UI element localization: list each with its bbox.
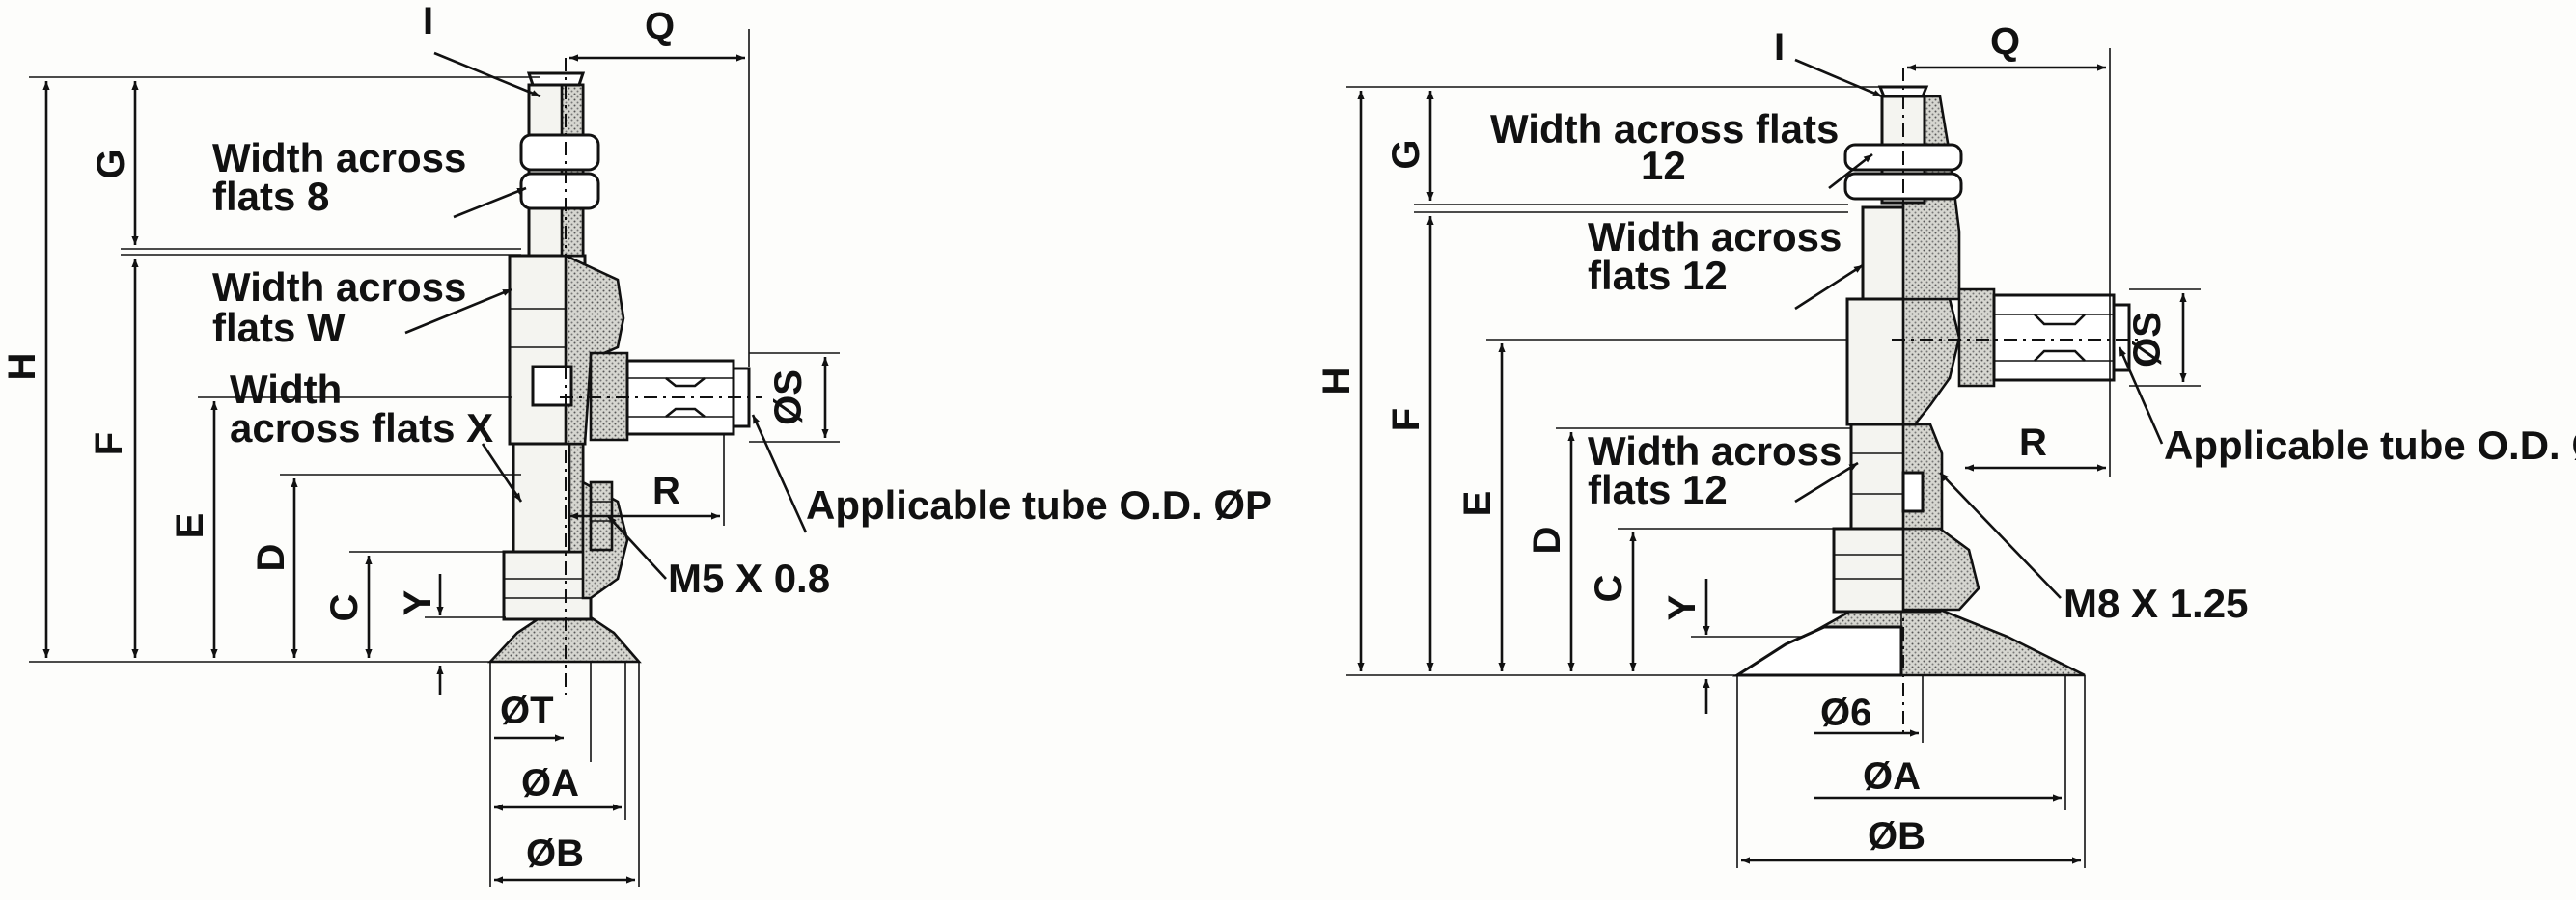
right-dim-d6: Ø6 bbox=[1820, 692, 1871, 734]
right-label-thread: M8 X 1.25 bbox=[2064, 581, 2248, 626]
left-dim-Y: Y bbox=[397, 589, 439, 615]
right-label-wa12a-line2: 12 bbox=[1641, 143, 1686, 188]
left-label-waW-line2: flats W bbox=[212, 305, 346, 350]
right-dim-D: D bbox=[1526, 527, 1568, 555]
left-dim-D: D bbox=[250, 544, 292, 572]
right-drawing: I Q G H F E D C Y R ØS Ø6 ØA ØB Width ac… bbox=[1316, 20, 2576, 868]
right-dim-I: I bbox=[1774, 26, 1785, 68]
left-dim-G: G bbox=[90, 149, 132, 178]
right-dim-S: ØS bbox=[2126, 312, 2169, 368]
left-label-waW-line1: Width across bbox=[212, 264, 466, 310]
left-dim-A: ØA bbox=[521, 762, 579, 805]
left-dim-B: ØB bbox=[526, 832, 584, 875]
left-label-tube: Applicable tube O.D. ØP bbox=[806, 482, 1272, 528]
left-hex-nut bbox=[519, 133, 600, 172]
right-label-wa12c-line1: Width across bbox=[1588, 428, 1842, 474]
right-dim-F: F bbox=[1385, 408, 1427, 431]
right-label-wa12c-line2: flats 12 bbox=[1588, 467, 1728, 512]
left-drawing: I Q G H F E D C Y R ØS ØT ØA ØB Width ac… bbox=[1, 0, 1272, 887]
right-dim-R: R bbox=[2019, 422, 2047, 464]
left-label-waX-line2: across flats X bbox=[230, 405, 493, 450]
right-dim-H: H bbox=[1316, 368, 1358, 395]
left-label-waX-line1: Width bbox=[230, 367, 342, 412]
right-label-wa12a-line1: Width across flats bbox=[1490, 106, 1839, 151]
left-dim-T: ØT bbox=[500, 690, 554, 732]
right-dim-C: C bbox=[1588, 575, 1630, 603]
right-label-wa12b-line1: Width across bbox=[1588, 214, 1842, 259]
left-dim-H: H bbox=[1, 353, 43, 381]
left-label-wa8-line1: Width across bbox=[212, 135, 466, 180]
left-dim-R: R bbox=[652, 470, 680, 512]
left-dim-E: E bbox=[169, 513, 211, 539]
right-fitting bbox=[1992, 293, 2116, 382]
left-lower-section bbox=[568, 442, 585, 554]
right-dim-G: G bbox=[1385, 139, 1427, 169]
left-dim-F: F bbox=[88, 432, 130, 455]
right-label-tube: Applicable tube O.D. ØP bbox=[2164, 423, 2576, 468]
left-label-wa8-line2: flats 8 bbox=[212, 174, 329, 219]
right-dim-E: E bbox=[1456, 491, 1499, 517]
right-label-wa12b-line2: flats 12 bbox=[1588, 253, 1728, 298]
left-label-thread: M5 X 0.8 bbox=[668, 556, 830, 601]
right-lower-hex bbox=[1849, 423, 1913, 531]
left-dim-C: C bbox=[323, 594, 366, 622]
right-dim-Q: Q bbox=[1990, 20, 2020, 63]
left-dim-Q: Q bbox=[645, 5, 675, 47]
right-dim-A: ØA bbox=[1863, 755, 1921, 798]
left-dim-I: I bbox=[423, 0, 433, 42]
left-dim-S: ØS bbox=[767, 369, 810, 425]
left-pad-neck bbox=[502, 550, 593, 621]
right-dim-Y: Y bbox=[1661, 594, 1703, 620]
right-dim-B: ØB bbox=[1868, 815, 1925, 858]
